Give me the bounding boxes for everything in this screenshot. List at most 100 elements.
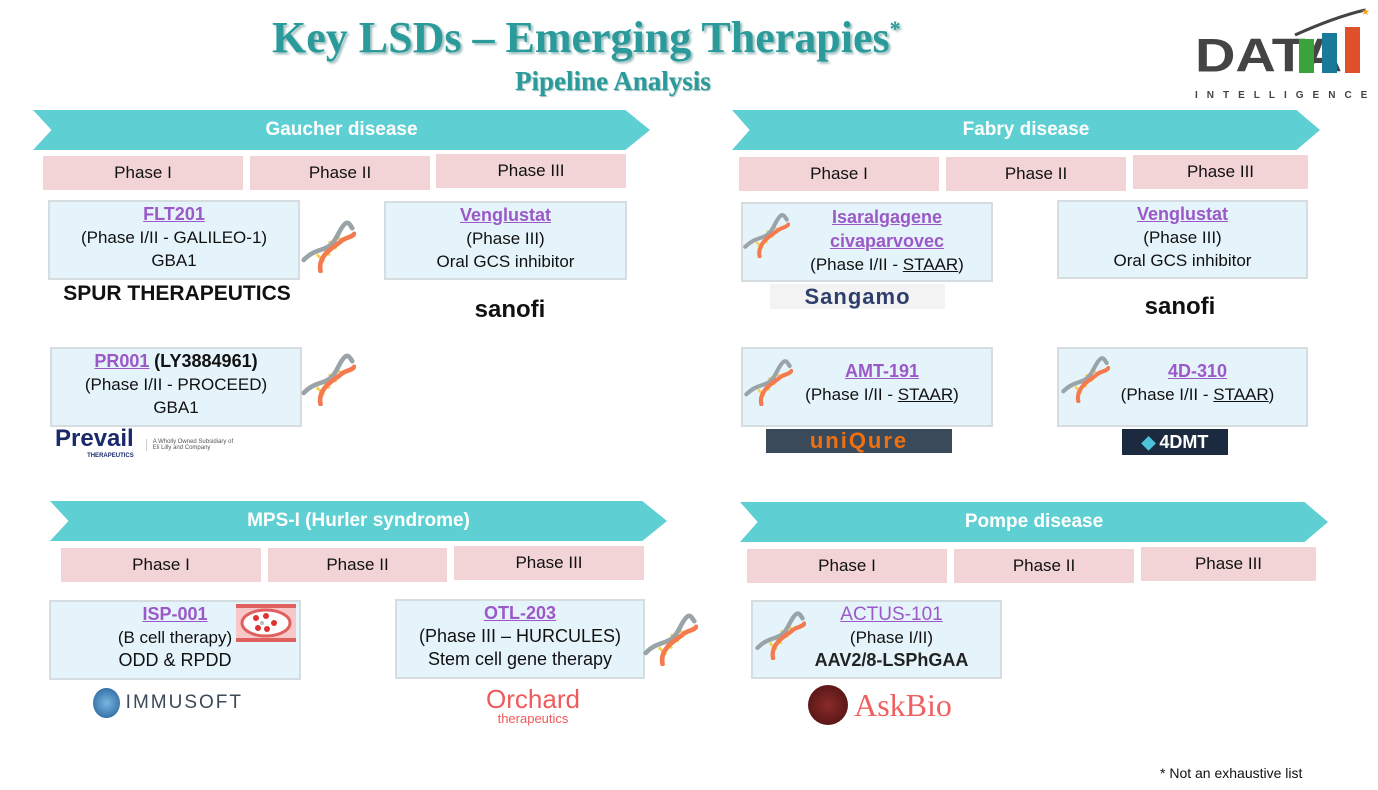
- phase-text: (Phase I/II -: [1120, 385, 1214, 404]
- company-name: 4DMT: [1159, 431, 1209, 452]
- therapy-card-venglustat: Venglustat (Phase III) Oral GCS inhibito…: [1057, 200, 1308, 279]
- prevail-text: Prevail: [55, 425, 134, 452]
- company-logo-immusoft: IMMUSOFT: [93, 688, 243, 718]
- therapy-type: Stem cell gene therapy: [427, 649, 613, 669]
- dna-icon: [742, 210, 791, 259]
- phase-1-header: Phase I: [43, 156, 243, 190]
- logo-tagline: INTELLIGENCE: [1195, 90, 1377, 101]
- phase-3-header: Phase III: [436, 154, 626, 188]
- therapy-link[interactable]: OTL-203: [483, 603, 557, 623]
- banner-mps-i: MPS-I (Hurler syndrome): [50, 501, 667, 541]
- phase-3-header: Phase III: [454, 546, 644, 580]
- therapy-phase: (Phase I/II - STAAR): [783, 253, 991, 276]
- phase-text: (Phase I/II -: [805, 385, 898, 404]
- therapy-phase: (Phase III): [466, 229, 545, 248]
- therapy-card-actus101: ACTUS-101 (Phase I/II) AAV2/8-LSPhGAA: [751, 600, 1002, 679]
- banner-gaucher: Gaucher disease: [33, 110, 650, 150]
- company-logo-spur: SPUR THERAPEUTICS: [63, 282, 291, 305]
- dna-icon: [642, 610, 699, 667]
- dna-icon: [300, 350, 357, 407]
- therapy-link[interactable]: PR001: [94, 351, 150, 371]
- page-subtitle: Pipeline Analysis: [515, 66, 711, 96]
- company-logo-prevail: Prevail THERAPEUTICS A Wholly Owned Subs…: [55, 425, 305, 460]
- therapy-link[interactable]: ACTUS-101: [840, 604, 943, 625]
- therapy-card-venglustat: Venglustat (Phase III) Oral GCS inhibito…: [384, 201, 627, 280]
- company-name: IMMUSOFT: [125, 692, 243, 713]
- phase-close: ): [953, 385, 959, 404]
- therapy-link[interactable]: FLT201: [143, 204, 205, 224]
- therapy-link[interactable]: Venglustat: [1136, 204, 1229, 224]
- gem-icon: ◆: [1141, 431, 1156, 452]
- therapy-phase: (Phase III): [1143, 228, 1222, 247]
- therapy-mechanism: Oral GCS inhibitor: [1113, 251, 1252, 270]
- trial-name: STAAR: [897, 385, 954, 404]
- therapy-link[interactable]: AMT-191: [844, 361, 920, 381]
- trial-name: STAAR: [902, 255, 959, 274]
- banner-fabry: Fabry disease: [732, 110, 1320, 150]
- therapy-vector: AAV2/8-LSPhGAA: [814, 650, 969, 670]
- therapy-phase: (Phase I/II): [849, 628, 934, 647]
- therapy-alias: (LY3884961): [154, 351, 258, 371]
- blood-cell-icon: [236, 604, 296, 642]
- therapy-phase: (Phase I/II - PROCEED): [84, 375, 268, 394]
- therapy-mechanism: Oral GCS inhibitor: [436, 252, 575, 271]
- trial-name: STAAR: [1213, 385, 1269, 404]
- therapy-link[interactable]: civaparvovec: [829, 231, 945, 251]
- therapy-type: (B cell therapy): [117, 628, 233, 647]
- therapy-phase: (Phase I/II - STAAR): [1089, 383, 1306, 406]
- phase-1-header: Phase I: [61, 548, 261, 582]
- therapy-designation: ODD & RPDD: [118, 650, 232, 670]
- therapy-card-flt201: FLT201 (Phase I/II - GALILEO-1) GBA1: [48, 200, 300, 280]
- therapy-phase: (Phase I/II - STAAR): [773, 383, 991, 406]
- logo-text: DATA: [1195, 29, 1342, 75]
- phase-1-header: Phase I: [739, 157, 939, 191]
- svg-text:★: ★: [1361, 7, 1370, 18]
- phase-close: ): [958, 255, 964, 274]
- company-logo-sangamo: Sangamo: [770, 284, 945, 309]
- company-logo-sanofi: sanofi: [1144, 293, 1216, 320]
- data-intelligence-logo: DATA ★ INTELLIGENCE: [1195, 5, 1375, 105]
- phase-2-header: Phase II: [268, 548, 447, 582]
- phase-2-header: Phase II: [954, 549, 1134, 583]
- therapy-phase: (Phase III – HURCULES): [418, 626, 622, 646]
- company-logo-sanofi: sanofi: [474, 296, 546, 323]
- therapy-target: GBA1: [151, 251, 197, 270]
- banner-pompe: Pompe disease: [740, 502, 1328, 542]
- company-sub: therapeutics: [497, 711, 569, 726]
- therapy-link[interactable]: ISP-001: [142, 604, 208, 624]
- dna-icon: [754, 608, 807, 661]
- prevail-sub: THERAPEUTICS: [87, 453, 134, 459]
- therapy-link[interactable]: Isaralgagene: [831, 207, 943, 227]
- therapy-card-otl203: OTL-203 (Phase III – HURCULES) Stem cell…: [395, 599, 645, 679]
- company-logo-askbio: AskBio: [800, 684, 960, 726]
- company-logo-4dmt: ◆4DMT: [1122, 429, 1228, 455]
- virus-icon: [808, 685, 849, 725]
- cell-icon: [93, 688, 120, 718]
- title-asterisk: *: [889, 16, 901, 41]
- therapy-target: GBA1: [153, 398, 199, 417]
- phase-3-header: Phase III: [1141, 547, 1316, 581]
- page-title: Key LSDs – Emerging Therapies*: [272, 12, 901, 63]
- therapy-card-pr001: PR001 (LY3884961) (Phase I/II - PROCEED)…: [50, 347, 302, 427]
- therapy-phase: (Phase I/II - GALILEO-1): [80, 228, 268, 247]
- company-logo-uniqure: uniQure: [766, 428, 952, 453]
- phase-3-header: Phase III: [1133, 155, 1308, 189]
- phase-2-header: Phase II: [250, 156, 430, 190]
- therapy-link[interactable]: 4D-310: [1167, 361, 1228, 381]
- company-name: Orchard: [486, 684, 580, 714]
- dna-icon: [300, 217, 357, 274]
- phase-close: ): [1268, 385, 1275, 404]
- phase-text: (Phase I/II -: [810, 255, 903, 274]
- footnote: * Not an exhaustive list: [1160, 765, 1303, 781]
- company-name: AskBio: [854, 686, 952, 723]
- prevail-note: A Wholly Owned Subsidiary of Eli Lilly a…: [145, 439, 241, 451]
- company-logo-orchard: Orchard therapeutics: [478, 686, 588, 726]
- therapy-link[interactable]: Venglustat: [459, 205, 552, 225]
- dna-icon: [743, 356, 794, 407]
- phase-1-header: Phase I: [747, 549, 947, 583]
- phase-2-header: Phase II: [946, 157, 1126, 191]
- dna-icon: [1060, 353, 1111, 404]
- therapy-card-amt191: AMT-191 (Phase I/II - STAAR): [741, 347, 993, 427]
- title-text: Key LSDs – Emerging Therapies: [272, 13, 890, 62]
- logo-bars-icon: DATA ★: [1195, 7, 1370, 82]
